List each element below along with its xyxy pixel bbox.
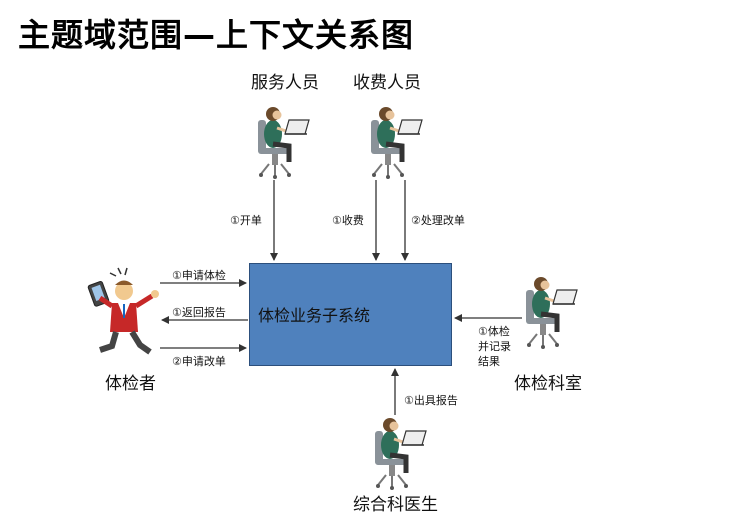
flow-label-process-change: ②处理改单: [411, 214, 465, 227]
cashier-figure: [371, 107, 422, 179]
flow-label-exam-record-2: 并记录: [478, 340, 511, 353]
flow-label-return-report: ①返回报告: [172, 306, 226, 319]
examinee-label: 体检者: [105, 374, 156, 394]
exam-dept-figure: [526, 277, 577, 349]
cashier-label: 收费人员: [353, 73, 421, 93]
system-box: 体检业务子系统: [249, 263, 452, 366]
service-staff-label: 服务人员: [251, 73, 319, 93]
flow-label-exam-record-1: ①体检: [478, 325, 510, 338]
system-label: 体检业务子系统: [258, 306, 371, 325]
exam-dept-label: 体检科室: [514, 374, 582, 394]
flow-label-apply-change: ②申请改单: [172, 355, 226, 368]
flow-label-apply-exam: ①申请体检: [172, 269, 226, 282]
flow-label-issue-report: ①出具报告: [404, 394, 458, 407]
flow-label-exam-record-3: 结果: [478, 355, 500, 368]
examinee-figure: [87, 267, 159, 355]
general-doctor-label: 综合科医生: [353, 495, 438, 515]
service-staff-figure: [258, 107, 309, 179]
flow-label-open-order: ①开单: [230, 214, 262, 227]
page-title: 主题域范围—上下文关系图: [18, 16, 415, 54]
flow-label-charge: ①收费: [332, 214, 364, 227]
general-doctor-figure: [375, 418, 426, 490]
